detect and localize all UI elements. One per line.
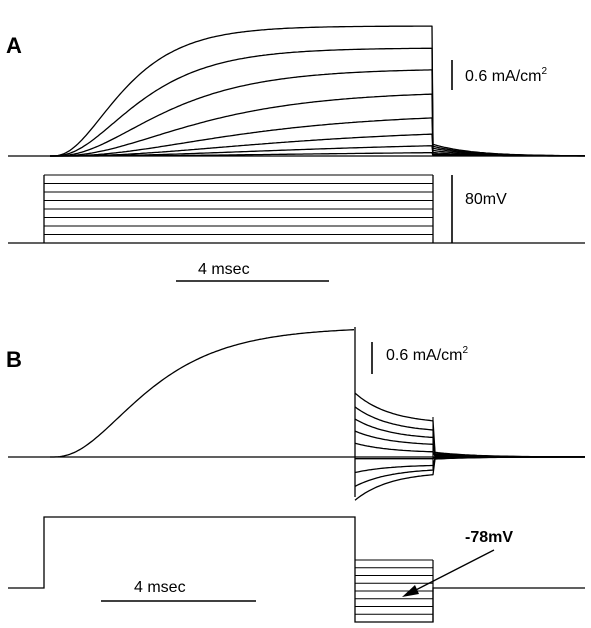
panel-b-voltage-annotation: -78mV xyxy=(465,529,513,546)
panel-b-tail-trace xyxy=(354,456,586,501)
panel-b-voltage-protocol xyxy=(8,516,585,623)
panel-letter-a: A xyxy=(6,33,22,58)
panel-b-tail-trace xyxy=(354,430,585,458)
panel-a-voltage-scale-label: 80mV xyxy=(465,191,507,208)
panel-b-activation-trace xyxy=(50,329,355,458)
panel-b-current-scale-label: 0.6 mA/cm2 xyxy=(386,345,468,364)
panel-b-annotation-arrow xyxy=(407,549,495,595)
panel-a-current-trace xyxy=(50,69,585,157)
panel-a-current-trace xyxy=(50,47,585,157)
panel-a-current-scale-label: 0.6 mA/cm2 xyxy=(465,66,547,85)
panel-a-current-trace xyxy=(50,25,586,157)
panel-a-voltage-steps xyxy=(8,174,585,244)
panel-a-current-trace xyxy=(50,152,585,157)
panel-b-time-scale-label: 4 msec xyxy=(134,579,186,596)
panel-a-current-trace xyxy=(50,133,585,157)
panel-b-tail-trace xyxy=(354,392,585,458)
panel-a-time-scale-label: 4 msec xyxy=(198,261,250,278)
panel-b-annotation-arrowhead xyxy=(402,585,419,597)
panel-a-current-trace xyxy=(50,117,585,157)
panel-b-tail-trace xyxy=(354,418,585,458)
panel-b-current-traces xyxy=(8,327,586,501)
panel-a-current-trace xyxy=(50,93,585,157)
panel-letter-b: B xyxy=(6,347,22,372)
panel-a-current-traces xyxy=(8,25,586,157)
